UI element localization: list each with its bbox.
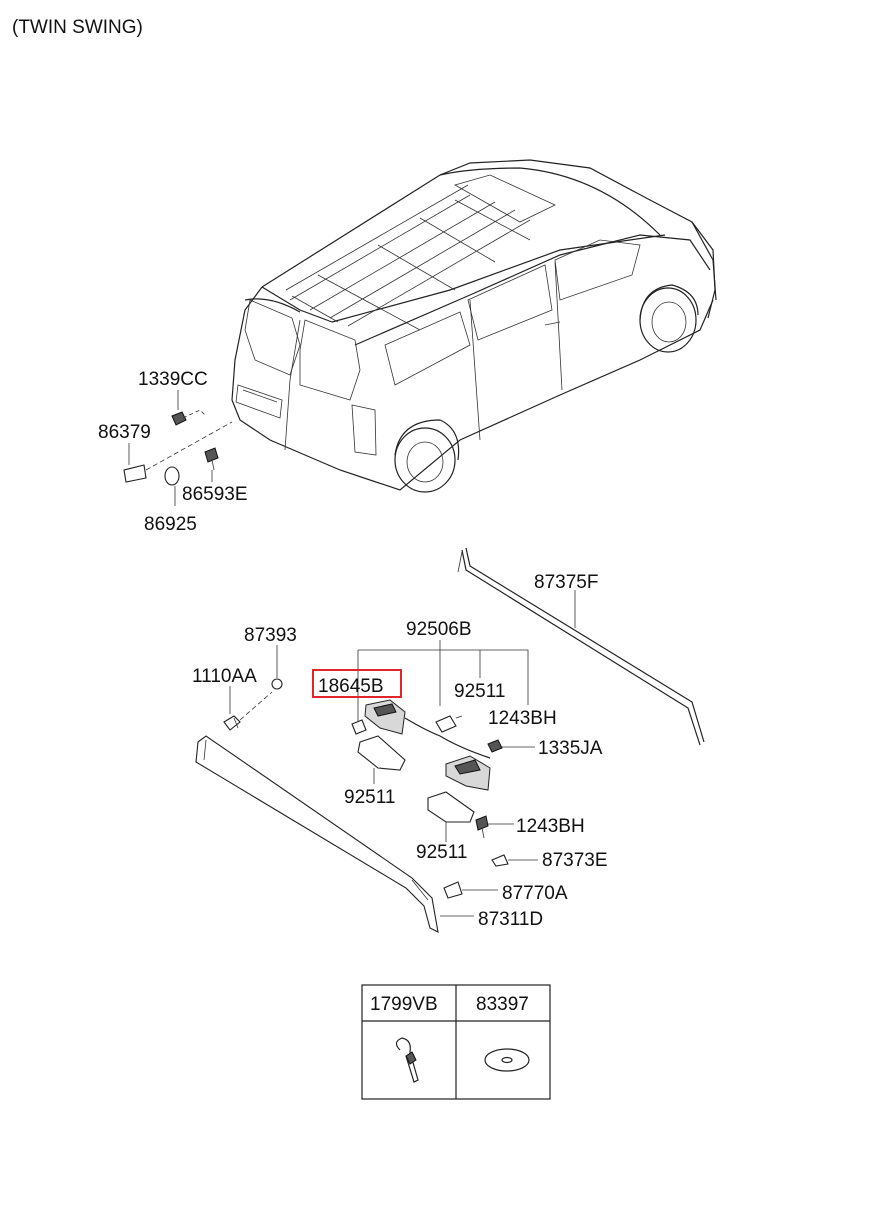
lens-92511-left — [357, 735, 406, 771]
diagram-title: (TWIN SWING) — [12, 17, 143, 38]
clip-1110aa — [223, 715, 241, 731]
legend-col2-label: 83397 — [476, 994, 529, 1015]
label-1243BH-bottom: 1243BH — [516, 816, 585, 837]
clip-87770a — [443, 881, 463, 899]
label-18645B: 18645B — [318, 676, 384, 697]
label-87770A: 87770A — [502, 883, 568, 904]
label-86925: 86925 — [144, 514, 197, 535]
lower-assembly — [195, 547, 705, 933]
ring-86925 — [164, 466, 180, 486]
label-92511-left: 92511 — [344, 787, 395, 808]
lamp-housing-right — [445, 755, 491, 791]
label-92506B: 92506B — [406, 619, 472, 640]
cable-tie-icon — [395, 1037, 419, 1083]
label-87393: 87393 — [244, 625, 297, 646]
rear-parts — [123, 390, 233, 506]
pad-87373e — [491, 854, 509, 867]
label-1339CC: 1339CC — [138, 369, 208, 390]
label-1335JA: 1335JA — [538, 738, 603, 759]
wiring-92506b — [404, 717, 491, 759]
van-illustration — [231, 159, 717, 493]
label-92511-top: 92511 — [454, 681, 505, 702]
lens-92511-right — [427, 791, 475, 823]
pad-86379 — [123, 464, 147, 483]
strip-87375f — [461, 549, 701, 746]
legend-col1-label: 1799VB — [370, 994, 438, 1015]
label-86379: 86379 — [98, 422, 151, 443]
screw-1243bh-lower — [475, 815, 489, 831]
bulb-18645b — [351, 719, 367, 735]
label-87373E: 87373E — [542, 850, 608, 871]
label-1110AA: 1110AA — [192, 666, 257, 687]
part-labels: 1339CC 86379 86593E 86925 87375F 92506B … — [98, 369, 608, 930]
label-87311D: 87311D — [478, 909, 543, 930]
label-86593E: 86593E — [182, 484, 248, 505]
legend-table: 1799VB 83397 — [361, 984, 551, 1100]
nut-1335ja — [487, 739, 503, 753]
screw-86593e — [204, 447, 219, 463]
washer-icon — [484, 1048, 530, 1072]
label-92511-right: 92511 — [416, 842, 467, 863]
label-1243BH-top: 1243BH — [488, 708, 557, 729]
label-87375F: 87375F — [534, 572, 598, 593]
nut-1339cc — [171, 411, 187, 426]
nut-87393 — [271, 678, 283, 690]
garnish-87311d — [195, 735, 439, 933]
highlight-box-18645b — [312, 669, 402, 698]
